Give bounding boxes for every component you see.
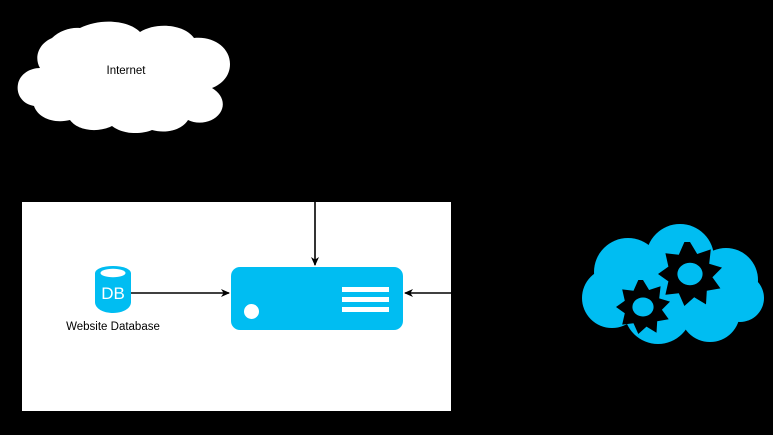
server-power-indicator-icon — [244, 304, 259, 319]
gear-icon-small — [616, 280, 670, 334]
node-website-database[interactable]: DB — [73, 261, 153, 339]
cloud-icon — [17, 21, 230, 134]
cloud-gears-icon — [582, 224, 764, 344]
database-cylinder-icon: DB — [95, 266, 131, 313]
node-internet[interactable]: Internet — [16, 20, 236, 134]
hosting-panel: DB Website Database Website Server — [22, 202, 451, 411]
server-vents-icon — [342, 287, 389, 312]
node-cloud-services[interactable] — [580, 224, 770, 348]
node-internet-label: Internet — [106, 65, 146, 77]
node-website-database-label: Website Database — [66, 321, 160, 333]
gear-icon-large — [658, 242, 722, 306]
svg-text:DB: DB — [101, 284, 125, 303]
node-website-server[interactable] — [231, 267, 403, 330]
server-rack-icon — [231, 267, 403, 330]
